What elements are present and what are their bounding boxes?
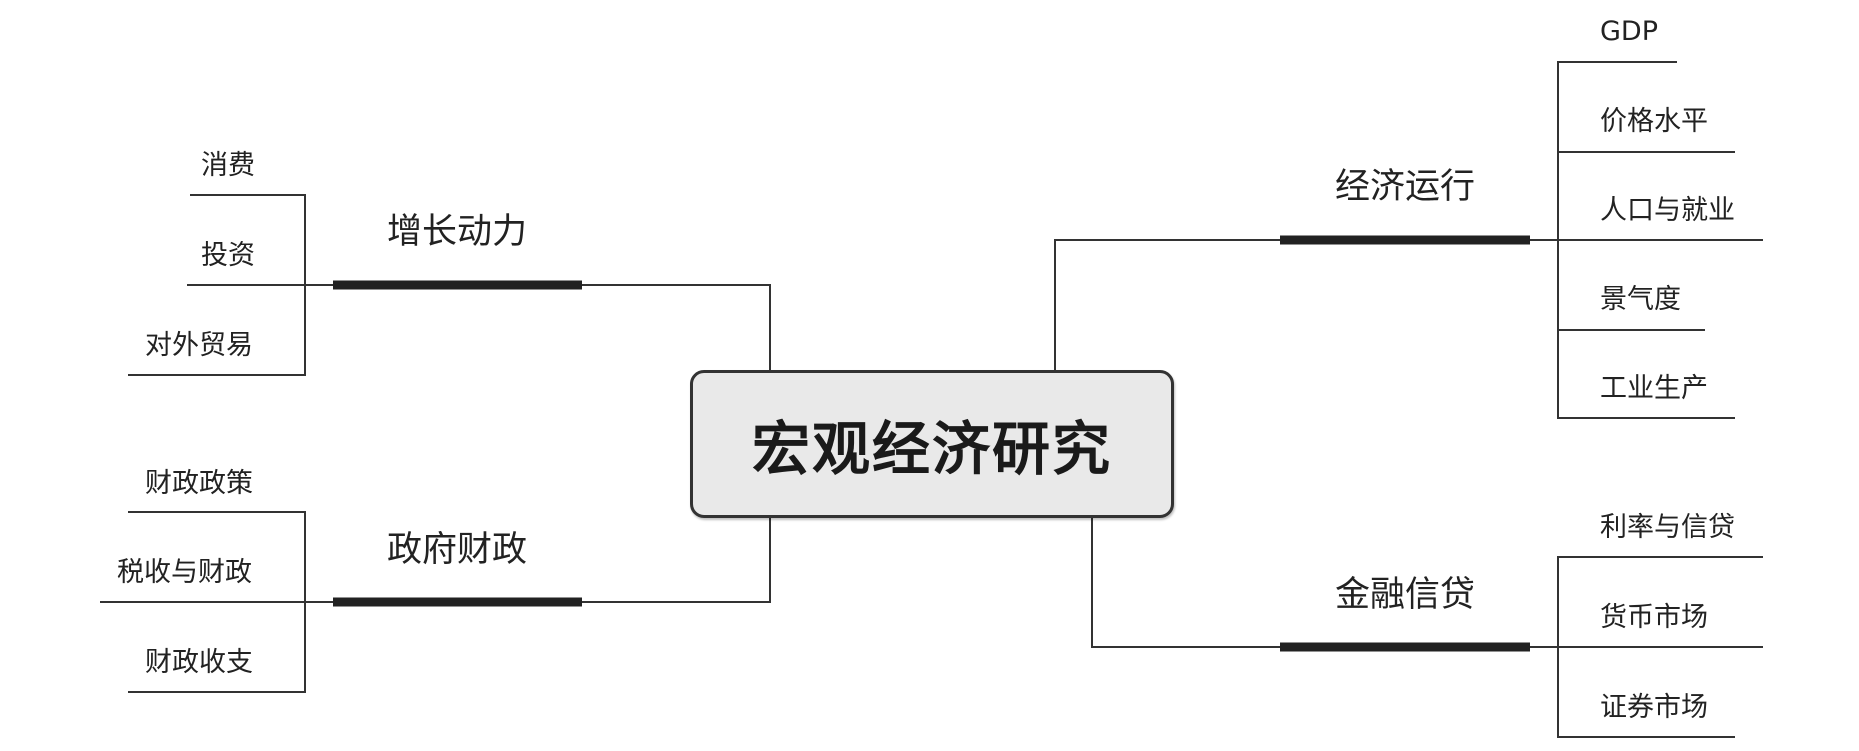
leaf-growth-consumption: 消费	[201, 150, 255, 181]
connector-fiscal	[580, 518, 771, 603]
leaf-fiscal-balance: 财政收支	[145, 647, 253, 678]
leaf-finance-rates: 利率与信贷	[1600, 512, 1735, 543]
leaf-growth-investment: 投资	[201, 240, 255, 271]
branch-economy-label: 经济运行	[1334, 167, 1476, 207]
leaf-growth-trade: 对外贸易	[145, 330, 253, 361]
center-title: 宏观经济研究	[751, 415, 1112, 483]
leaf-economy-industry: 工业生产	[1600, 373, 1708, 404]
leaf-economy-price: 价格水平	[1600, 106, 1708, 137]
leaf-fiscal-tax: 税收与财政	[117, 557, 252, 588]
branch-growth-label: 增长动力	[386, 212, 528, 252]
center-node: 宏观经济研究	[690, 370, 1174, 518]
connector-economy	[1054, 239, 1280, 370]
connector-finance	[1091, 518, 1280, 648]
branch-finance-label: 金融信贷	[1334, 575, 1476, 615]
leaf-economy-employment: 人口与就业	[1600, 195, 1735, 226]
leaf-finance-securities: 证券市场	[1600, 692, 1708, 723]
leaf-economy-sentiment: 景气度	[1600, 284, 1681, 315]
branch-fiscal-label: 政府财政	[386, 530, 528, 570]
leaf-finance-money: 货币市场	[1600, 602, 1708, 633]
leaf-economy-gdp: GDP	[1600, 16, 1658, 47]
connector-growth	[580, 284, 771, 370]
leaf-fiscal-policy: 财政政策	[145, 468, 253, 499]
